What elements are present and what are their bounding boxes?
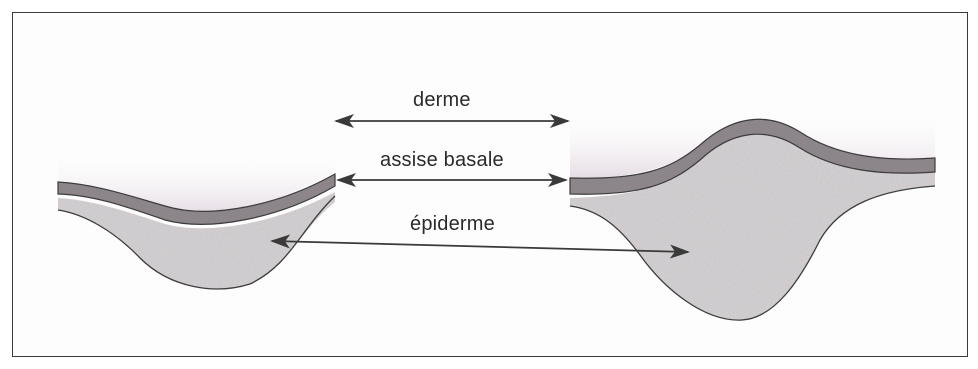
left-tissue-block (58, 150, 335, 289)
label-assise-basale: assise basale (380, 149, 504, 172)
right-tissue-block (570, 110, 935, 320)
epiderme-arrow (272, 241, 688, 252)
label-derme: derme (413, 89, 471, 112)
label-epiderme: épiderme (410, 213, 495, 236)
